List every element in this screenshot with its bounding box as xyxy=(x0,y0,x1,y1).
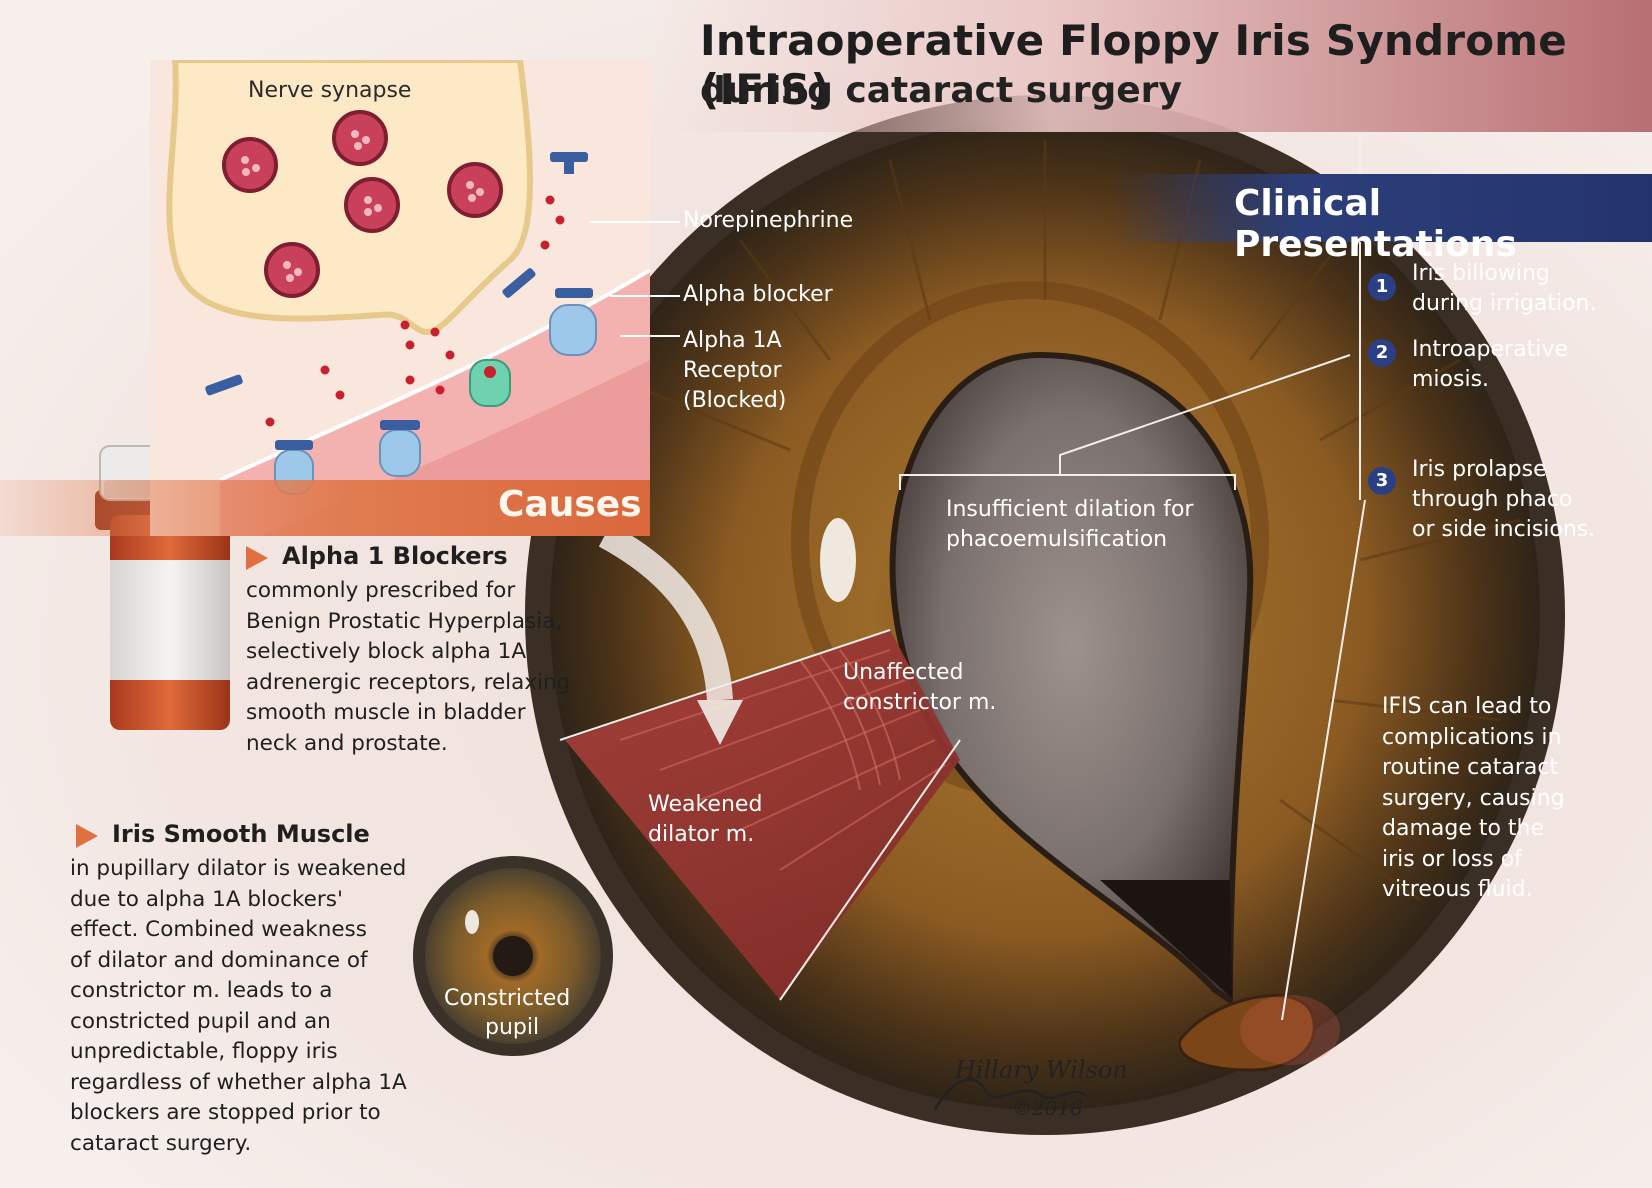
insufficient-dilation-label-line1: Insufficient dilation for xyxy=(946,497,1194,522)
alpha-blockers-text: commonly prescribed for Benign Prostatic… xyxy=(246,578,571,756)
ifis-complications-note: IFIS can lead to complications in routin… xyxy=(1382,694,1565,902)
title-band xyxy=(650,0,1652,132)
clinical-presentations-band xyxy=(1110,174,1652,242)
causes-bar xyxy=(0,480,650,536)
clinical-item-3: Iris prolapse through phaco or side inci… xyxy=(1412,457,1596,542)
triangle-bullet-icon xyxy=(76,824,98,848)
nerve-synapse-label: Nerve synapse xyxy=(248,78,412,103)
copyright-year: ©2018 xyxy=(1012,1096,1083,1120)
page-title: Intraoperative Floppy Iris Syndrome (IFI… xyxy=(700,16,1567,114)
synapse-inset xyxy=(150,60,650,536)
causes-label: Causes xyxy=(498,484,642,525)
unaffected-constrictor-label-line2: constrictor m. xyxy=(843,690,997,715)
constricted-pupil-label-line2: pupil xyxy=(485,1015,540,1040)
norepinephrine-label: Norepinephrine xyxy=(683,208,854,233)
receptor-label-line1: Alpha 1A xyxy=(683,328,782,353)
weakened-dilator-label-line2: dilator m. xyxy=(648,822,755,847)
clinical-item-2: Introaperative miosis. xyxy=(1412,337,1568,392)
iris-smooth-muscle-heading: Iris Smooth Muscle xyxy=(112,820,370,848)
iris-smooth-muscle-text: in pupillary dilator is weakened due to … xyxy=(70,856,407,1156)
clinical-number-3: 3 xyxy=(1368,467,1396,495)
constricted-pupil-label-line1: Constricted xyxy=(444,986,571,1011)
artist-signature: Hillary Wilson xyxy=(955,1056,1128,1084)
alpha-blocker-label: Alpha blocker xyxy=(683,282,833,307)
synapse-pointer-lines xyxy=(590,221,680,337)
unaffected-constrictor-label-line1: Unaffected xyxy=(843,660,964,685)
clinical-item-1: Iris billowing during irrigation. xyxy=(1412,261,1597,316)
triangle-bullet-icon xyxy=(246,546,268,570)
clinical-number-1: 1 xyxy=(1368,273,1396,301)
page-subtitle: during cataract surgery xyxy=(700,70,1182,111)
receptor-label-line2: Receptor xyxy=(683,358,782,383)
weakened-dilator-label-line1: Weakened xyxy=(648,792,763,817)
synapse-diagram xyxy=(166,60,650,536)
insufficient-dilation-label-line2: phacoemulsification xyxy=(946,527,1168,552)
receptor-label-line3: (Blocked) xyxy=(683,388,787,413)
clinical-number-2: 2 xyxy=(1368,339,1396,367)
alpha-blockers-heading: Alpha 1 Blockers xyxy=(282,542,508,570)
clinical-presentations-title: Clinical Presentations xyxy=(1234,183,1517,265)
